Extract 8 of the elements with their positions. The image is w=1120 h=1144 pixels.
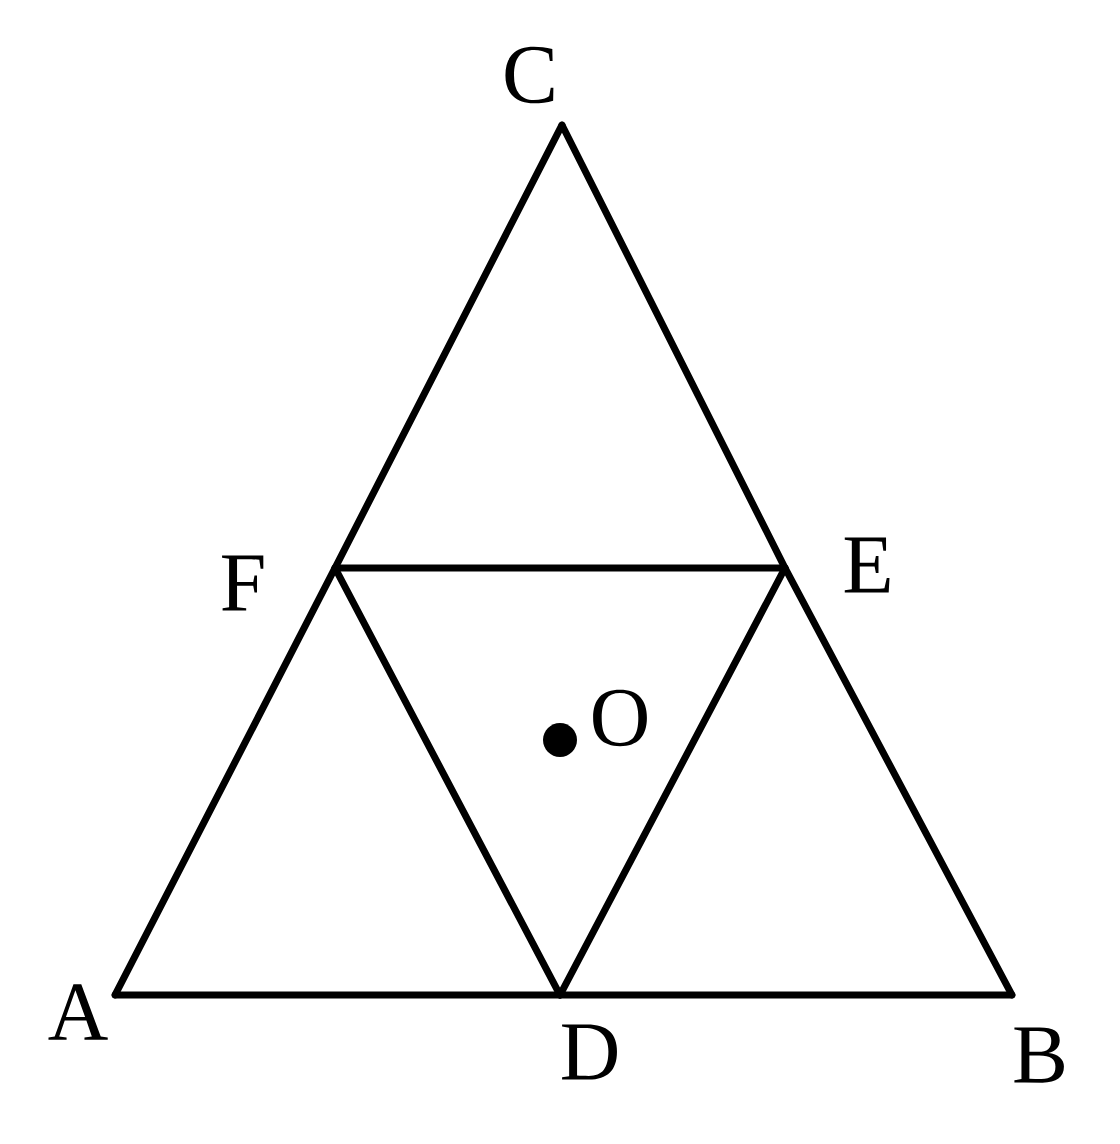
vertex-label: E (844, 537, 890, 593)
node-label: O (593, 689, 647, 747)
vertex-label: A (48, 984, 108, 1040)
vertex-label: C (505, 46, 554, 104)
vertex-label: D (562, 1024, 617, 1080)
triangle-side (556, 564, 789, 999)
vertex-label: F (222, 555, 264, 611)
vertex-label: B (1014, 1027, 1064, 1083)
